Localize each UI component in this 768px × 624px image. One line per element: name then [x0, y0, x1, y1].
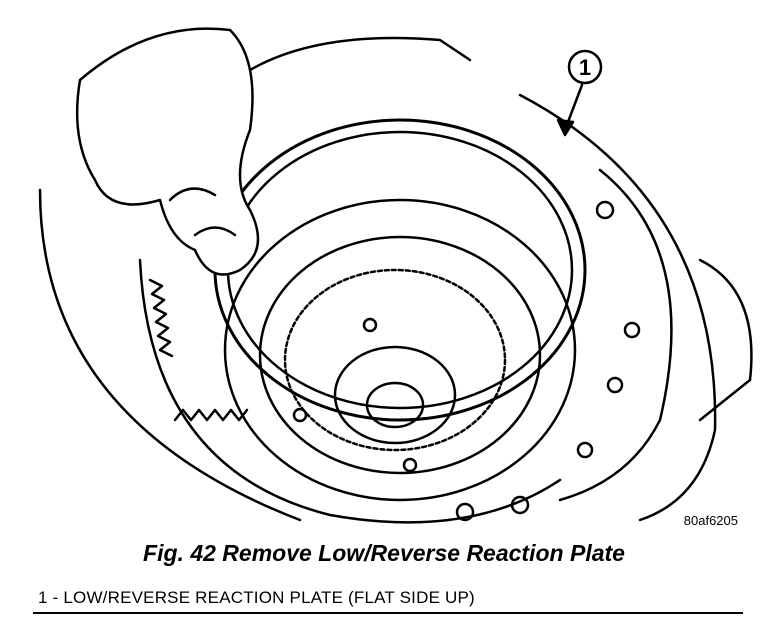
callout-number: 1 — [579, 55, 591, 80]
case-hole — [595, 200, 615, 220]
case-outer-arc — [38, 188, 302, 522]
case-hole — [455, 502, 475, 522]
housing-arc-right — [558, 168, 673, 502]
case-hole — [510, 495, 530, 515]
sun-gear — [333, 345, 457, 445]
lower-gear-teeth — [173, 408, 249, 422]
case-hole — [576, 441, 594, 459]
case-hole — [623, 321, 641, 339]
housing-arc — [138, 258, 562, 524]
case-hole — [606, 376, 624, 394]
hand — [75, 27, 260, 276]
divider — [33, 612, 743, 614]
drum-hole — [362, 317, 378, 333]
drum-hole — [292, 407, 308, 423]
callout-arrowhead — [556, 118, 575, 137]
clutch-drum-outer — [223, 198, 577, 502]
case-top-left — [248, 36, 472, 72]
clutch-drum-inner — [258, 235, 542, 475]
figure-caption: Fig. 42 Remove Low/Reverse Reaction Plat… — [143, 540, 625, 566]
callout-circle — [567, 49, 603, 85]
case-outer-arc-right — [518, 93, 717, 522]
finger-nail — [193, 226, 237, 237]
drum-hole — [402, 457, 418, 473]
left-gear-teeth — [148, 278, 174, 358]
gear-ring — [283, 268, 507, 452]
figure-code: 80af6205 — [683, 513, 738, 528]
legend-item: 1 - LOW/REVERSE REACTION PLATE (FLAT SID… — [38, 588, 475, 607]
thumb — [168, 187, 217, 202]
transmission-illustration: 1 — [38, 27, 753, 524]
case-right-flange — [698, 258, 753, 422]
